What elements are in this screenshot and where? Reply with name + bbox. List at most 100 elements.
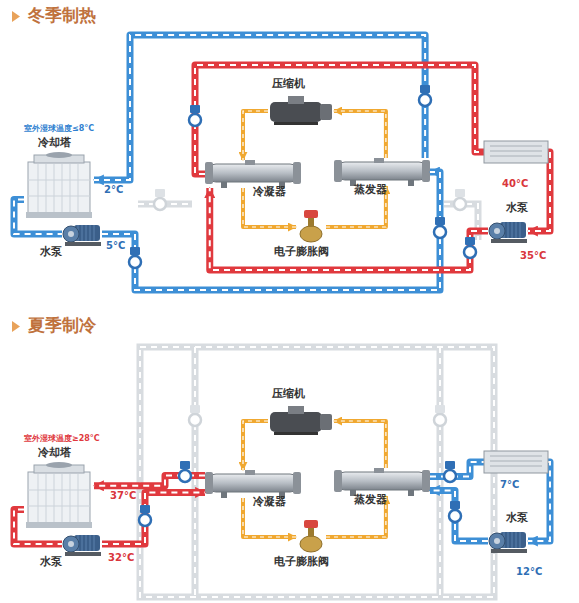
pipe-line [430, 462, 550, 541]
cooling-tower-art [26, 152, 92, 218]
pipe-dash [430, 462, 550, 541]
pump-art [489, 532, 527, 553]
pipe-dash [14, 200, 62, 234]
water-pump: 水泵 [488, 528, 528, 554]
pipe-line [243, 111, 268, 160]
component-label: 蒸发器 [354, 494, 387, 507]
component-label: 水泵 [40, 556, 62, 569]
pipe-dash [210, 188, 488, 270]
pipe-connector [243, 421, 268, 470]
temperature-label: 12°C [516, 566, 542, 578]
component-label: 冷凝器 [253, 496, 286, 509]
pipe-connector [334, 421, 386, 468]
pipe-connector [430, 462, 550, 541]
pipe-dash [94, 35, 425, 180]
pipe-dash [334, 111, 386, 158]
idle-valve [434, 405, 446, 426]
condition-note: 室外湿球温度≤8°C [24, 124, 94, 133]
water-pump: 水泵 [62, 222, 102, 246]
fan-coil-unit [484, 451, 548, 473]
pipe-line [210, 188, 488, 270]
pump-art [489, 222, 527, 243]
fan-coil-body [484, 141, 548, 163]
cooling-tower-art [26, 462, 92, 528]
idle-valve [189, 405, 201, 426]
cooling-tower: 室外湿球温度≥28°C冷却塔 [24, 462, 94, 530]
butterfly-valve [434, 217, 446, 238]
pipe-connector [210, 188, 488, 270]
component-label: 冷却塔 [38, 447, 71, 460]
pipe-line [334, 421, 386, 468]
temperature-label: 32°C [108, 552, 134, 564]
pipe-line [14, 510, 62, 544]
butterfly-valve [129, 247, 141, 268]
cooling-tower: 室外湿球温度≤8°C冷却塔 [24, 152, 94, 220]
temperature-label: 35°C [520, 250, 546, 262]
idle-valve [454, 189, 466, 210]
component-label: 冷凝器 [253, 186, 286, 199]
heading-triangle [12, 321, 20, 332]
pipe-dash [430, 490, 488, 541]
condenser: 冷凝器 [205, 470, 300, 498]
pipe-connector [195, 65, 550, 231]
water-pump: 水泵 [62, 532, 102, 556]
butterfly-valve [179, 461, 191, 482]
pipe-dash [195, 65, 550, 231]
fan-coil-grille [490, 456, 542, 466]
compressor: 压缩机 [268, 406, 334, 436]
component-label: 压缩机 [272, 78, 305, 91]
pipe-line [430, 490, 488, 541]
compressor: 压缩机 [268, 96, 334, 126]
evaporator: 蒸发器 [332, 158, 430, 186]
temperature-label: 40°C [502, 178, 528, 190]
pump-art [63, 535, 101, 556]
component-label: 水泵 [40, 246, 62, 259]
component-label: 冷却塔 [38, 137, 71, 150]
evaporator-art [334, 468, 430, 496]
pipe-line [243, 421, 268, 470]
pipe-dash [334, 421, 386, 468]
heading-triangle [12, 11, 20, 22]
pipe-dash [14, 510, 62, 544]
pipe-dash [243, 421, 268, 470]
condenser-art [205, 160, 301, 188]
section-heading: 夏季制冷 [28, 316, 96, 336]
evaporator: 蒸发器 [332, 468, 430, 496]
component-label: 电子膨胀阀 [274, 556, 329, 569]
pipe-connector [14, 510, 62, 544]
temperature-label: 5°C [106, 240, 125, 252]
compressor-art [270, 96, 332, 125]
condenser-art [205, 470, 301, 498]
butterfly-valve [189, 105, 201, 126]
expansion-valve: 电子膨胀阀 [296, 210, 326, 244]
compressor-art [270, 406, 332, 435]
expansion-valve-art [300, 520, 322, 552]
pipe-connector [14, 200, 62, 234]
idle-valve [154, 189, 166, 210]
butterfly-valve [464, 237, 476, 258]
pipe-line [94, 35, 425, 180]
component-label: 水泵 [506, 202, 528, 215]
pipe-line [334, 111, 386, 158]
butterfly-valve [449, 501, 461, 522]
expansion-valve: 电子膨胀阀 [296, 520, 326, 554]
component-label: 电子膨胀阀 [274, 246, 329, 259]
fan-coil-body [484, 451, 548, 473]
component-label: 压缩机 [272, 388, 305, 401]
butterfly-valve [139, 505, 151, 526]
condenser: 冷凝器 [205, 160, 300, 188]
fan-coil-grille [490, 146, 542, 156]
pipe-connector [243, 111, 268, 160]
temperature-label: 37°C [110, 490, 136, 502]
section-heading: 冬季制热 [28, 6, 96, 26]
condition-note: 室外湿球温度≥28°C [24, 434, 100, 443]
pipe-connector [94, 35, 425, 180]
idle-pipe-dash [140, 347, 494, 597]
pipe-connector [430, 490, 488, 541]
butterfly-valve [419, 85, 431, 106]
evaporator-art [334, 158, 430, 186]
component-label: 水泵 [506, 512, 528, 525]
